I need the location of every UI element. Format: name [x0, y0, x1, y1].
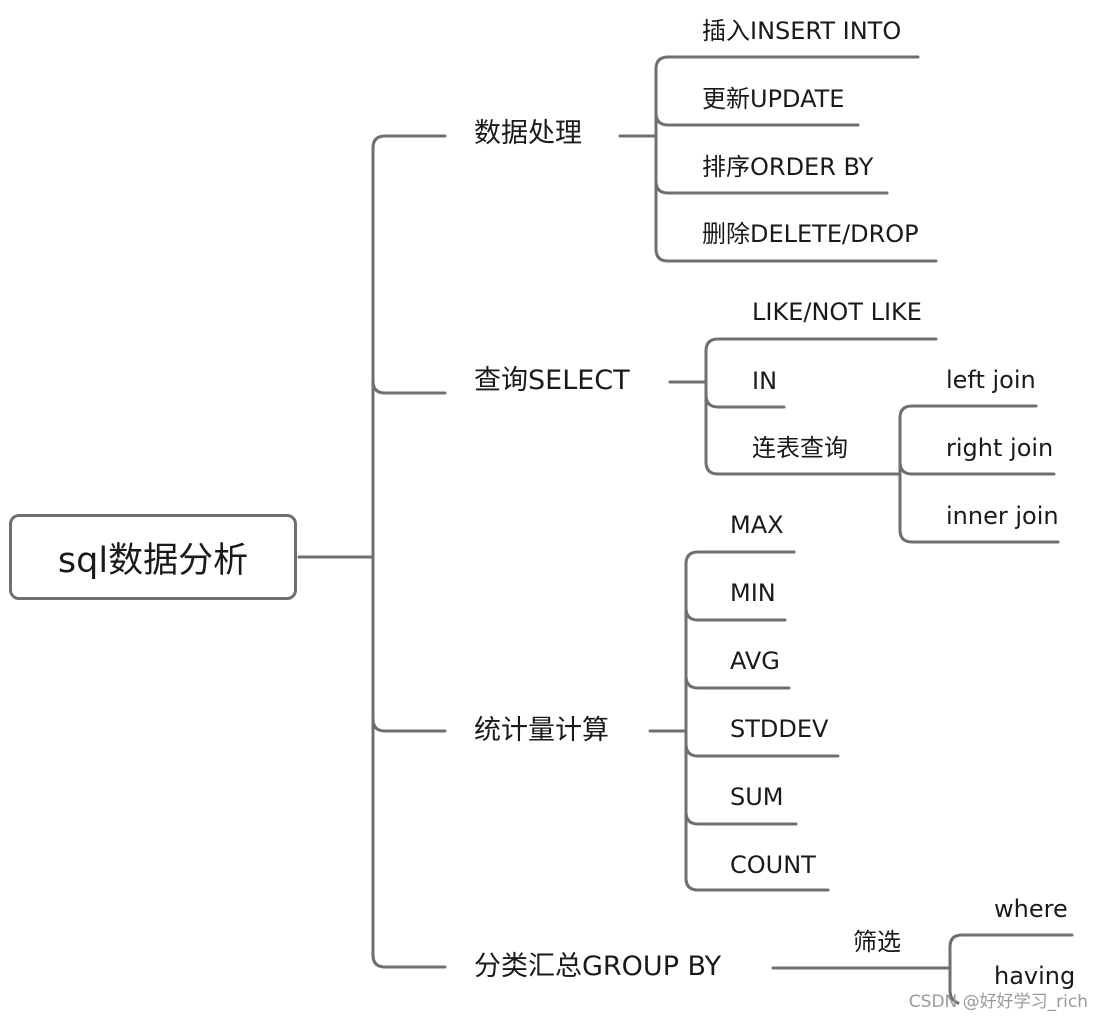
trunk-query [704, 337, 938, 476]
trunk-joins [898, 404, 1060, 544]
branch-query: 查询SELECT [474, 365, 630, 396]
node-avg: AVG [730, 647, 780, 675]
node-sum: SUM [730, 783, 784, 811]
underline-stddev [684, 742, 840, 758]
underline-right-join [898, 460, 1056, 476]
branch-group: 分类汇总GROUP BY [474, 951, 722, 982]
node-where: where [994, 895, 1068, 923]
root-node: sql数据分析 [9, 514, 297, 600]
node-min: MIN [730, 579, 776, 607]
node-like: LIKE/NOT LIKE [752, 298, 922, 326]
node-count: COUNT [730, 851, 816, 879]
node-having: having [994, 962, 1076, 990]
node-inner-join: inner join [946, 502, 1059, 530]
node-filter: 筛选 [853, 928, 901, 956]
underline-min [684, 606, 787, 622]
trunk-data-processing [654, 55, 938, 263]
watermark: CSDN @好好学习_rich [908, 992, 1088, 1012]
underline-update [654, 111, 860, 127]
node-delete: 删除DELETE/DROP [702, 220, 919, 248]
node-left-join: left join [946, 366, 1036, 394]
node-insert: 插入INSERT INTO [702, 17, 902, 45]
trunk-statistics [684, 550, 830, 892]
connector-statistics [371, 717, 447, 733]
underline-in [704, 393, 786, 409]
underline-sum [684, 810, 798, 826]
branch-statistics: 统计量计算 [474, 715, 609, 746]
node-order-by: 排序ORDER BY [702, 153, 874, 181]
branch-data-processing: 数据处理 [474, 118, 582, 149]
node-right-join: right join [946, 434, 1054, 462]
underline-order-by [654, 179, 889, 195]
node-stddev: STDDEV [730, 715, 829, 743]
trunk-filter [948, 933, 1074, 1005]
node-join-query: 连表查询 [752, 434, 848, 462]
trunk-main [371, 134, 447, 969]
connector-query [371, 379, 447, 395]
node-max: MAX [730, 511, 784, 539]
underline-avg [684, 674, 791, 690]
node-update: 更新UPDATE [702, 85, 845, 113]
node-in: IN [752, 367, 778, 395]
